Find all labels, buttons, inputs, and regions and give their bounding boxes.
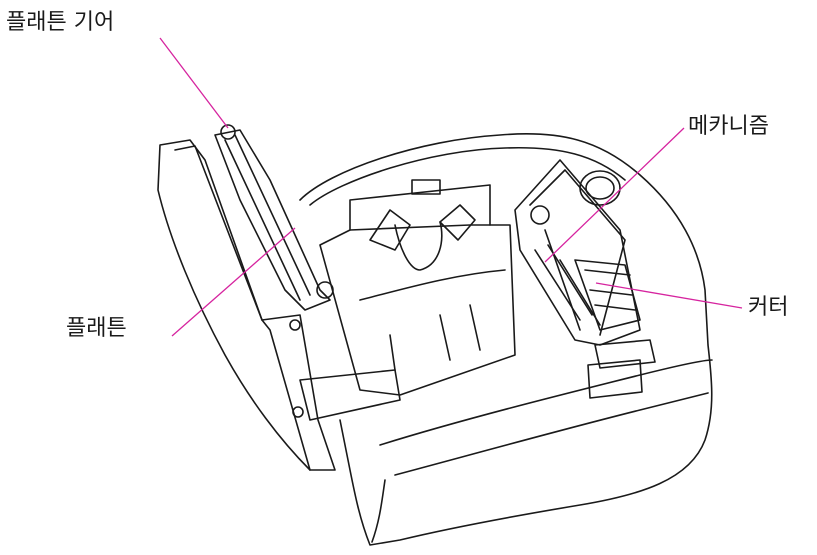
label-platen: 플래튼 (66, 316, 127, 341)
paper-holder-right (439, 204, 476, 241)
printer-lower-shell (379, 359, 713, 446)
rear-slot (411, 179, 441, 195)
printer-base-edge (371, 479, 386, 543)
hinge-screw-upper (289, 319, 301, 331)
label-platen-gear: 플래튼 기어 (6, 10, 115, 35)
cutter-bar (574, 259, 641, 331)
mechanism-block (514, 159, 641, 346)
cover-lower-panel (299, 369, 401, 421)
leader-line-mechanism (544, 127, 685, 263)
paper-holder-center (394, 221, 443, 271)
rear-wall (349, 184, 491, 231)
compartment-floor (359, 269, 506, 371)
paper-holder-left (369, 209, 411, 251)
label-cutter: 커터 (748, 295, 789, 320)
leader-line-cutter (595, 282, 743, 309)
cover-front-edge (261, 319, 311, 471)
platen-arm-detail (224, 134, 311, 301)
mechanism-rails (534, 244, 601, 326)
mechanism-roller (530, 205, 550, 225)
printer-body-outline (299, 132, 713, 546)
open-cover (157, 139, 336, 471)
printer-top-rim (309, 146, 626, 206)
printer-lower-shell-edge (394, 392, 709, 476)
paper-compartment (319, 224, 516, 396)
hinge-screw-lower (292, 406, 304, 418)
front-latch-lower (587, 359, 643, 399)
platen-gear-shape (220, 124, 236, 140)
label-mechanism: 메카니즘 (688, 114, 769, 139)
cutter-blade (584, 269, 636, 311)
open-cover-inner (174, 145, 263, 321)
platen-arm (214, 129, 331, 311)
front-latch (594, 339, 656, 369)
leader-line-platen (171, 227, 296, 337)
feed-button-inner (585, 176, 615, 200)
leader-line-platen-gear (159, 37, 229, 129)
feed-button (579, 170, 621, 206)
